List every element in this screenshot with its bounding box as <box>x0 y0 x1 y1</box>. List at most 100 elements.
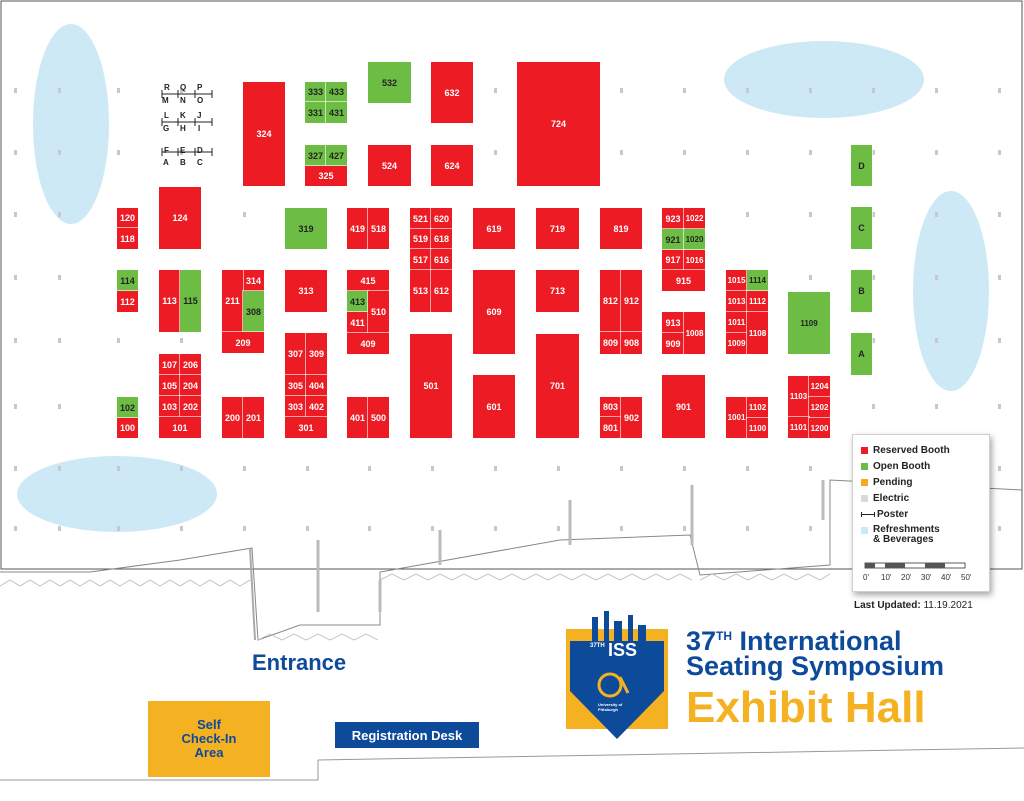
booth-724[interactable]: 724 <box>516 61 601 187</box>
booth-917[interactable]: 917 <box>661 249 685 271</box>
booth-624[interactable]: 624 <box>430 144 474 187</box>
booth-908[interactable]: 908 <box>620 331 643 355</box>
booth-921[interactable]: 921 <box>661 228 685 251</box>
booth-105[interactable]: 105 <box>158 374 181 397</box>
booth-809[interactable]: 809 <box>599 331 622 355</box>
booth-601[interactable]: 601 <box>472 374 516 439</box>
booth-902[interactable]: 902 <box>620 396 643 439</box>
booth-1101[interactable]: 1101 <box>787 416 810 439</box>
booth-609[interactable]: 609 <box>472 269 516 355</box>
booth-1202[interactable]: 1202 <box>808 396 831 419</box>
booth-909[interactable]: 909 <box>661 332 685 355</box>
booth-331[interactable]: 331 <box>304 101 327 124</box>
booth-612[interactable]: 612 <box>430 269 453 313</box>
booth-620[interactable]: 620 <box>430 207 453 230</box>
booth-206[interactable]: 206 <box>179 353 202 376</box>
booth-404[interactable]: 404 <box>305 374 328 397</box>
booth-204[interactable]: 204 <box>179 374 202 397</box>
booth-719[interactable]: 719 <box>535 207 580 250</box>
booth-1009[interactable]: 1009 <box>725 332 748 355</box>
booth-101[interactable]: 101 <box>158 416 202 439</box>
booth-1011[interactable]: 1011 <box>725 311 748 334</box>
booth-314[interactable]: 314 <box>242 269 265 292</box>
booth-305[interactable]: 305 <box>284 374 307 397</box>
booth-510[interactable]: 510 <box>367 290 390 334</box>
booth-112[interactable]: 112 <box>116 290 139 313</box>
booth-524[interactable]: 524 <box>367 144 412 187</box>
booth-c[interactable]: C <box>850 206 873 250</box>
booth-114[interactable]: 114 <box>116 269 139 292</box>
booth-619[interactable]: 619 <box>472 207 516 250</box>
booth-1108[interactable]: 1108 <box>746 311 769 355</box>
booth-115[interactable]: 115 <box>179 269 202 333</box>
booth-201[interactable]: 201 <box>242 396 265 439</box>
booth-1200[interactable]: 1200 <box>808 417 831 439</box>
booth-124[interactable]: 124 <box>158 186 202 250</box>
booth-701[interactable]: 701 <box>535 333 580 439</box>
booth-1020[interactable]: 1020 <box>683 228 706 251</box>
booth-202[interactable]: 202 <box>179 395 202 418</box>
booth-1114[interactable]: 1114 <box>746 269 769 292</box>
booth-713[interactable]: 713 <box>535 269 580 313</box>
booth-415[interactable]: 415 <box>346 269 390 292</box>
booth-501[interactable]: 501 <box>409 333 453 439</box>
booth-303[interactable]: 303 <box>284 395 307 418</box>
booth-309[interactable]: 309 <box>305 332 328 376</box>
booth-518[interactable]: 518 <box>367 207 390 250</box>
booth-1112[interactable]: 1112 <box>746 290 769 313</box>
booth-a[interactable]: A <box>850 332 873 376</box>
booth-1100[interactable]: 1100 <box>746 417 769 439</box>
booth-532[interactable]: 532 <box>367 61 412 104</box>
booth-120[interactable]: 120 <box>116 207 139 229</box>
booth-102[interactable]: 102 <box>116 396 139 419</box>
booth-618[interactable]: 618 <box>430 228 453 250</box>
booth-901[interactable]: 901 <box>661 374 706 439</box>
booth-211[interactable]: 211 <box>221 269 244 333</box>
booth-402[interactable]: 402 <box>305 395 328 418</box>
booth-801[interactable]: 801 <box>599 416 622 439</box>
booth-632[interactable]: 632 <box>430 61 474 124</box>
booth-113[interactable]: 113 <box>158 269 181 333</box>
booth-1015[interactable]: 1015 <box>725 269 748 292</box>
booth-913[interactable]: 913 <box>661 311 685 334</box>
booth-419[interactable]: 419 <box>346 207 369 250</box>
booth-1204[interactable]: 1204 <box>808 375 831 398</box>
booth-301[interactable]: 301 <box>284 416 328 439</box>
booth-313[interactable]: 313 <box>284 269 328 313</box>
booth-118[interactable]: 118 <box>116 227 139 250</box>
booth-333[interactable]: 333 <box>304 81 327 103</box>
booth-100[interactable]: 100 <box>116 417 139 439</box>
booth-616[interactable]: 616 <box>430 248 453 271</box>
booth-519[interactable]: 519 <box>409 228 432 250</box>
booth-1102[interactable]: 1102 <box>746 396 769 419</box>
booth-521[interactable]: 521 <box>409 207 432 230</box>
booth-409[interactable]: 409 <box>346 332 390 355</box>
booth-325[interactable]: 325 <box>304 165 348 187</box>
booth-513[interactable]: 513 <box>409 269 432 313</box>
booth-923[interactable]: 923 <box>661 207 685 230</box>
booth-200[interactable]: 200 <box>221 396 244 439</box>
booth-1016[interactable]: 1016 <box>683 249 706 271</box>
booth-d[interactable]: D <box>850 144 873 187</box>
booth-1008[interactable]: 1008 <box>683 311 706 355</box>
booth-1013[interactable]: 1013 <box>725 290 748 313</box>
booth-107[interactable]: 107 <box>158 353 181 376</box>
booth-308[interactable]: 308 <box>242 290 265 333</box>
booth-327[interactable]: 327 <box>304 144 327 167</box>
booth-324[interactable]: 324 <box>242 81 286 187</box>
booth-1103[interactable]: 1103 <box>787 375 810 418</box>
booth-307[interactable]: 307 <box>284 332 307 376</box>
booth-1109[interactable]: 1109 <box>787 291 831 355</box>
booth-1022[interactable]: 1022 <box>683 207 706 230</box>
booth-209[interactable]: 209 <box>221 331 265 354</box>
booth-433[interactable]: 433 <box>325 81 348 103</box>
booth-915[interactable]: 915 <box>661 269 706 292</box>
booth-401[interactable]: 401 <box>346 396 369 439</box>
booth-413[interactable]: 413 <box>346 290 369 313</box>
booth-500[interactable]: 500 <box>367 396 390 439</box>
booth-427[interactable]: 427 <box>325 144 348 167</box>
booth-819[interactable]: 819 <box>599 207 643 250</box>
booth-431[interactable]: 431 <box>325 101 348 124</box>
booth-517[interactable]: 517 <box>409 248 432 271</box>
booth-b[interactable]: B <box>850 269 873 313</box>
